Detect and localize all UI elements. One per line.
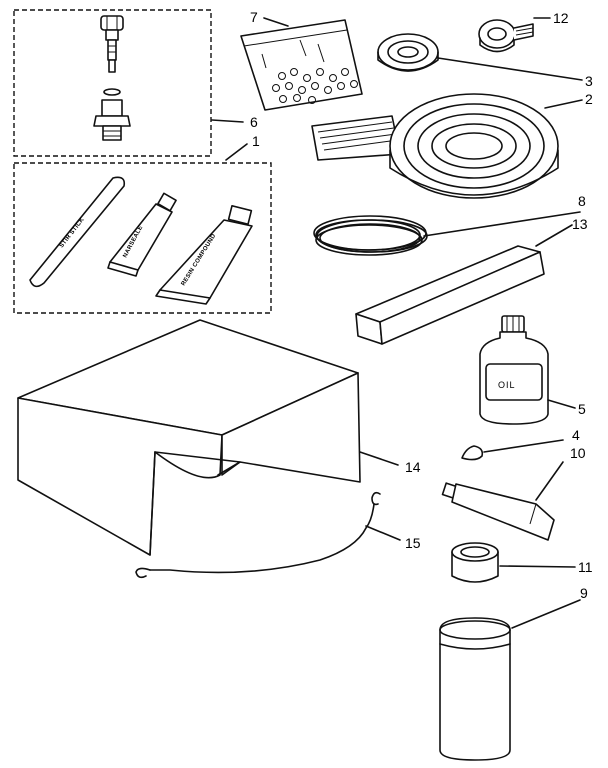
leader-4 [483,439,564,453]
callout-2: 2 [585,91,593,107]
leader-2 [544,99,583,109]
valve-fitting [93,15,131,141]
leader-14 [359,451,399,466]
spray-can [439,617,511,761]
callout-12: 12 [553,10,569,26]
leader-13 [535,224,573,247]
callout-1: 1 [252,133,260,149]
kit-box-6 [13,9,212,157]
callout-14: 14 [405,459,421,475]
leader-1 [225,143,248,161]
leader-10 [535,461,564,501]
leader-7 [263,17,289,27]
callout-15: 15 [405,535,421,551]
callout-7: 7 [250,9,258,25]
callout-6: 6 [250,114,258,130]
oil-bottle: OIL [479,315,549,425]
tape-roll-3 [377,33,439,72]
callout-9: 9 [580,585,588,601]
leader-6 [211,119,244,123]
drop-part [461,445,484,461]
insulation-tape-roll [311,93,559,199]
callout-11: 11 [578,559,593,575]
callout-10: 10 [570,445,586,461]
leader-9 [511,599,581,629]
unit-cover [17,319,361,556]
o-ring-bag [240,19,363,111]
leader-11 [499,565,576,568]
bottle-label: OIL [498,380,516,390]
large-resin-tube: RESIN COMPOUND [155,204,253,305]
callout-4: 4 [572,427,580,443]
stir-stick: STIR STICK [29,176,126,288]
leader-8 [423,211,581,237]
callout-8: 8 [578,193,586,209]
small-sealant-tube: NARSEALE [107,192,177,277]
sealing-block [355,245,545,345]
wire-coil [313,215,428,256]
leader-3 [437,57,583,81]
callout-3: 3 [585,73,593,89]
leader-5 [547,399,576,409]
leader-15 [365,525,401,541]
tape-roll-11 [451,542,499,583]
kit-box-1 [13,162,272,314]
hook-cord [135,491,381,579]
callout-5: 5 [578,401,586,417]
tape-roll-12 [478,19,534,53]
tube-10 [441,482,555,541]
callout-13: 13 [572,216,588,232]
